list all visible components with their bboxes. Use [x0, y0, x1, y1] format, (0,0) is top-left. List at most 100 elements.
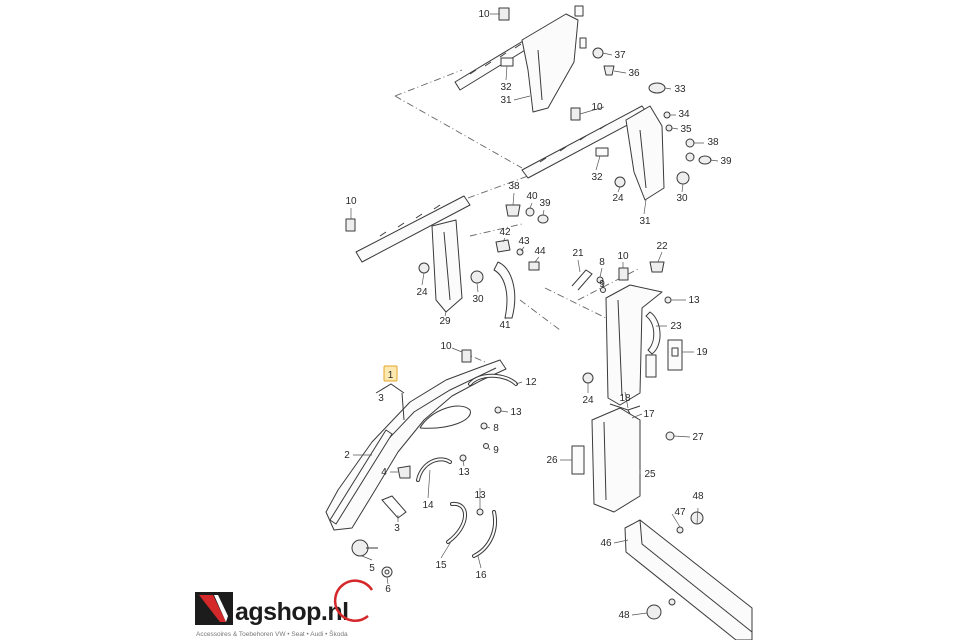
pillar-edge	[537, 49, 543, 101]
grab-handle-15-inner	[447, 502, 466, 543]
screw-13-handle16	[476, 508, 484, 516]
callout-label: 39	[720, 156, 732, 167]
callout-label: 41	[499, 320, 511, 331]
bracket-26	[571, 445, 585, 475]
pillar-edge	[639, 129, 647, 189]
callout-label: 33	[674, 84, 686, 95]
cap-30-right	[676, 171, 690, 185]
callout-label: 21	[572, 248, 584, 259]
pillar-edge	[603, 421, 607, 501]
callout-label: 43	[518, 236, 530, 247]
c-pillar-trim-lower	[625, 105, 665, 201]
screw-34	[663, 111, 671, 119]
callout-label: 32	[591, 172, 603, 183]
callout-label: 10	[478, 9, 490, 20]
callout-label: 40	[526, 191, 538, 202]
b-pillar-trim-upper	[605, 284, 663, 406]
rear-mid-trim	[521, 82, 712, 201]
lower-trim	[571, 407, 753, 640]
screw-9-upper	[600, 287, 606, 293]
callout-label: 24	[416, 287, 428, 298]
trim-strip-2	[329, 429, 393, 525]
grab-handles	[416, 373, 518, 558]
callout-label: 23	[670, 321, 682, 332]
rear-upper-trim	[454, 5, 615, 113]
clip-24-bpillar	[582, 372, 594, 384]
callout-label: 10	[440, 341, 452, 352]
clip-48-lower	[646, 604, 662, 620]
logo-v-white	[214, 595, 228, 622]
clip-38-mid	[505, 204, 521, 217]
reference-line	[577, 267, 641, 301]
rail-hatching	[379, 204, 441, 237]
highlighted-callout[interactable]: 1	[383, 365, 398, 382]
callout-label: 14	[422, 500, 434, 511]
callout-label: 4	[381, 467, 387, 478]
logo-v-red	[199, 595, 226, 622]
screw-27	[665, 431, 675, 441]
cap-39-right	[698, 155, 712, 165]
callout-label: 48	[692, 491, 704, 502]
callout-label: 32	[500, 82, 512, 93]
clip-32-mid	[595, 147, 609, 157]
c-pillar-trim-upper	[521, 13, 579, 113]
callout-label: 22	[656, 241, 668, 252]
a-pillar-loop	[419, 405, 471, 429]
cap-39-mid	[537, 214, 549, 224]
clip-22	[649, 261, 665, 273]
callout-label: 24	[612, 193, 624, 204]
bracket-19-slot	[671, 347, 679, 357]
callout-label: 16	[475, 570, 487, 581]
cap-30-left	[470, 270, 484, 284]
screw-13-handle14	[459, 454, 467, 462]
sill-trim-46	[624, 519, 753, 640]
callout-label: 10	[591, 102, 603, 113]
screw-13-handle12	[494, 406, 502, 414]
callout-label: 30	[676, 193, 688, 204]
clip-40-right	[685, 152, 695, 162]
callout-label: 6	[385, 584, 391, 595]
a-pillar-trim	[325, 359, 507, 531]
callout-label: 25	[644, 469, 656, 480]
clip-10-left	[345, 218, 356, 232]
callout-label: 30	[472, 294, 484, 305]
clip-top-right	[574, 5, 584, 17]
callout-label: 37	[614, 50, 626, 61]
clip-21	[571, 269, 593, 291]
reference-line	[394, 95, 523, 169]
callout-label: 3	[378, 393, 384, 404]
callout-label: 13	[510, 407, 522, 418]
rail-hatching	[469, 43, 522, 75]
reference-line	[544, 287, 607, 319]
callout-label: 48	[618, 610, 630, 621]
pillar-edge	[617, 299, 623, 397]
callout-label: 47	[674, 507, 686, 518]
callout-label: 29	[439, 316, 451, 327]
b-pillar-trim-lower-25	[591, 407, 641, 513]
callout-label: 38	[707, 137, 719, 148]
grab-handle-12-inner	[469, 374, 517, 385]
callout-label: 42	[499, 227, 511, 238]
vagshop-logo[interactable]: agshop.nl Accessoires & Toebehoren VW • …	[195, 579, 374, 638]
logo-wordmark: agshop.nl	[235, 598, 349, 626]
cover-44	[528, 261, 540, 271]
callout-label: 27	[692, 432, 704, 443]
bracket-side	[645, 354, 657, 378]
callout-label: 24	[582, 395, 594, 406]
clip-24-right	[614, 176, 626, 188]
reference-line	[469, 223, 523, 237]
screw-5	[351, 539, 369, 557]
callout-label: 3	[394, 523, 400, 534]
callout-label: 19	[696, 347, 708, 358]
callout-label: 31	[639, 216, 651, 227]
callout-label: 34	[678, 109, 690, 120]
logo-tagline: Accessoires & Toebehoren VW • Seat • Aud…	[196, 629, 348, 638]
leader-lines	[350, 13, 719, 616]
screw-13-upper	[664, 296, 672, 304]
clip-32-top	[500, 57, 514, 67]
pillar-edge	[443, 231, 451, 301]
grab-handle-41	[493, 261, 516, 319]
callout-label: 13	[474, 490, 486, 501]
